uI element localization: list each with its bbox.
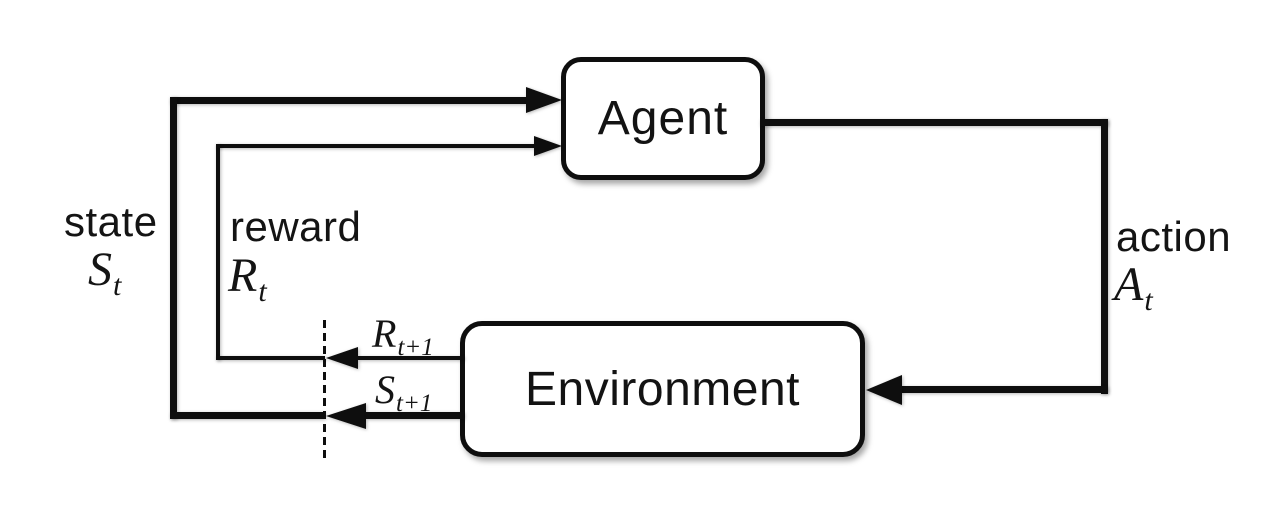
next-state-edge-from-environment-segment [366,412,464,419]
action-edge-top-segment [760,119,1108,126]
environment-label: Environment [525,362,800,416]
next-state-arrowhead-icon [326,403,366,429]
action-arrowhead-into-environment-icon [866,375,902,405]
agent-label: Agent [597,92,729,145]
reward-symbol-base: R [228,249,258,302]
reward-word-label: reward [230,203,362,250]
agent-node: Agent [561,57,765,180]
action-word-label: action [1116,213,1232,260]
next-reward-symbol-base: R [372,311,397,356]
state-symbol-base: S [88,243,112,296]
next-state-symbol: St+1 [375,366,432,417]
reward-edge-top-segment [216,144,534,148]
action-symbol: At [1114,257,1153,317]
state-symbol-subscript: t [113,269,122,302]
state-word-label: state [64,198,158,245]
next-state-symbol-base: S [375,367,395,412]
next-reward-edge-past-divider-segment [216,356,325,360]
next-reward-symbol-subscript: t+1 [397,334,434,361]
reward-edge-left-segment [216,144,220,360]
action-edge-right-segment [1101,119,1108,394]
state-arrowhead-into-agent-icon [526,87,562,113]
next-reward-edge-from-environment-segment [358,356,464,360]
next-reward-symbol: Rt+1 [372,310,434,361]
action-symbol-base: A [1114,258,1144,311]
reward-symbol: Rt [228,248,267,308]
environment-node: Environment [460,321,865,457]
reward-arrowhead-into-agent-icon [534,136,562,156]
next-reward-arrowhead-icon [326,347,358,369]
state-symbol: St [88,242,121,302]
next-state-symbol-subscript: t+1 [396,390,433,417]
state-edge-top-segment [170,97,526,104]
reward-symbol-subscript: t [258,275,267,308]
time-step-divider-dashed-line [323,320,326,458]
action-symbol-subscript: t [1144,284,1153,317]
next-state-edge-past-divider-segment [170,412,325,419]
state-edge-left-segment [170,97,177,419]
action-edge-bottom-segment [900,386,1108,393]
